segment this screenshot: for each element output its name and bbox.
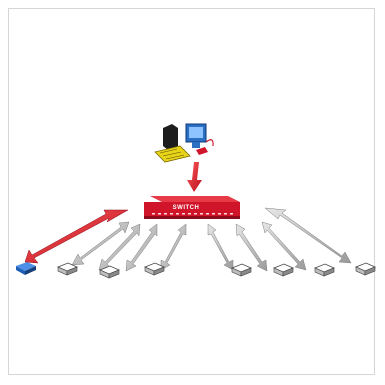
client-device-icon — [232, 264, 251, 276]
link-arrow — [236, 224, 267, 271]
client-device-icon — [274, 264, 293, 276]
switch-icon: SWITCH — [144, 196, 240, 219]
client-devices — [16, 262, 375, 278]
workstation-cluster — [155, 124, 213, 162]
keyboard-icon — [155, 146, 190, 162]
link-arrow — [265, 208, 351, 263]
monitor-icon — [186, 124, 206, 148]
client-device-icon — [16, 262, 36, 275]
client-device-icon — [315, 264, 334, 276]
link-arrow — [262, 222, 306, 270]
client-device-icon — [356, 263, 375, 275]
left-link-arrows — [72, 222, 186, 271]
link-arrow — [208, 224, 233, 270]
phone-icon — [196, 147, 208, 155]
uplink-arrow — [187, 162, 202, 192]
workstation-icon — [163, 124, 178, 150]
switch-label: SWITCH — [173, 205, 200, 211]
link-arrow — [161, 224, 186, 270]
